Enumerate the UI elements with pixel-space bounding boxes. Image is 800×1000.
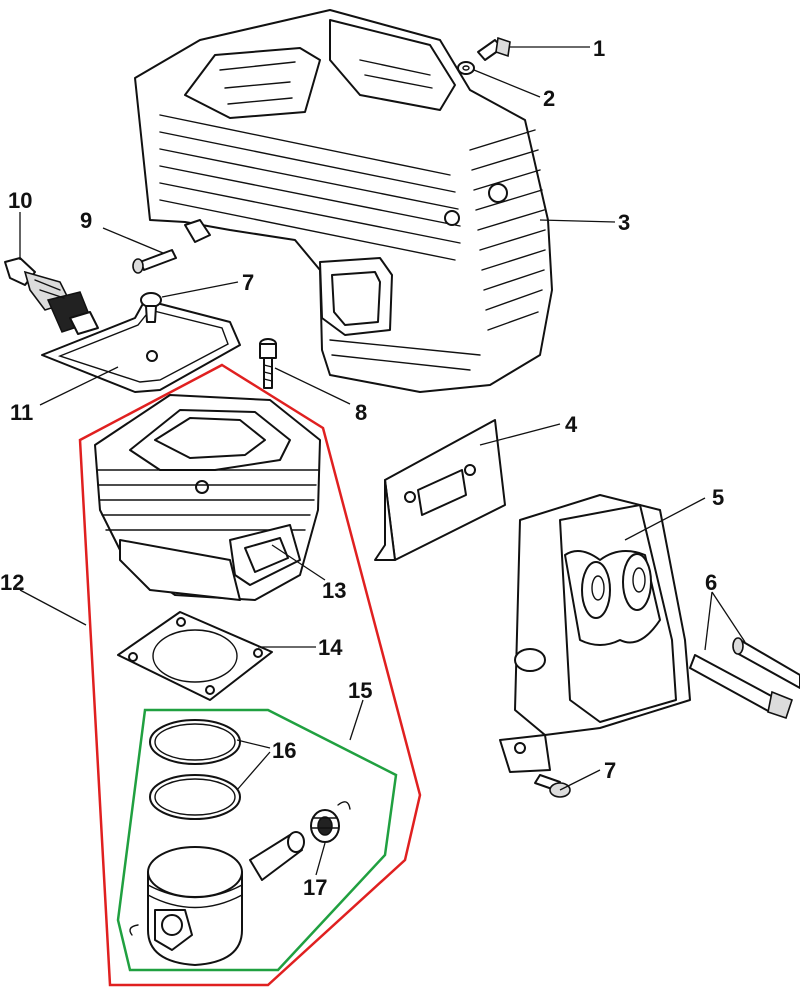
screw-7-top <box>140 292 162 323</box>
piston <box>147 846 243 966</box>
callout-11: 11 <box>10 400 33 425</box>
washer-2 <box>457 61 475 75</box>
callout-8: 8 <box>355 400 367 425</box>
screw-1 <box>477 36 511 61</box>
base-gasket <box>117 611 273 701</box>
callout-7-top: 7 <box>242 270 254 295</box>
spark-plug <box>4 257 99 335</box>
callout-3: 3 <box>618 210 630 235</box>
callout-12: 12 <box>0 570 24 595</box>
long-bolt-upper <box>732 637 800 689</box>
muffler <box>499 494 691 773</box>
piston-ring-upper <box>149 719 241 765</box>
callout-15: 15 <box>348 678 372 703</box>
engine-shroud <box>134 9 553 393</box>
callout-6: 6 <box>705 570 717 595</box>
callout-14: 14 <box>318 635 343 660</box>
callout-1: 1 <box>593 36 605 61</box>
callout-4: 4 <box>565 412 578 437</box>
callout-9: 9 <box>80 208 92 233</box>
callout-7-bottom: 7 <box>604 758 616 783</box>
callout-2: 2 <box>543 86 555 111</box>
callout-5: 5 <box>712 485 724 510</box>
ignition-plate <box>41 299 241 393</box>
cylinder-kit-outline <box>78 363 422 987</box>
leader-lines <box>19 46 746 876</box>
muffler-gasket <box>374 419 506 561</box>
long-bolt-lower <box>689 654 793 720</box>
callout-17: 17 <box>303 875 327 900</box>
callout-10: 10 <box>8 188 32 213</box>
bolt-8 <box>259 338 277 389</box>
piston-kit-outline <box>116 708 398 972</box>
callout-16: 16 <box>272 738 296 763</box>
circlip-right <box>337 801 351 810</box>
screw-7-bottom <box>534 774 571 798</box>
piston-ring-lower <box>149 774 241 820</box>
cylinder <box>94 394 321 601</box>
circlip-left <box>129 924 139 936</box>
screw-9 <box>132 249 177 274</box>
needle-bearing <box>310 809 340 843</box>
callout-13: 13 <box>322 578 346 603</box>
